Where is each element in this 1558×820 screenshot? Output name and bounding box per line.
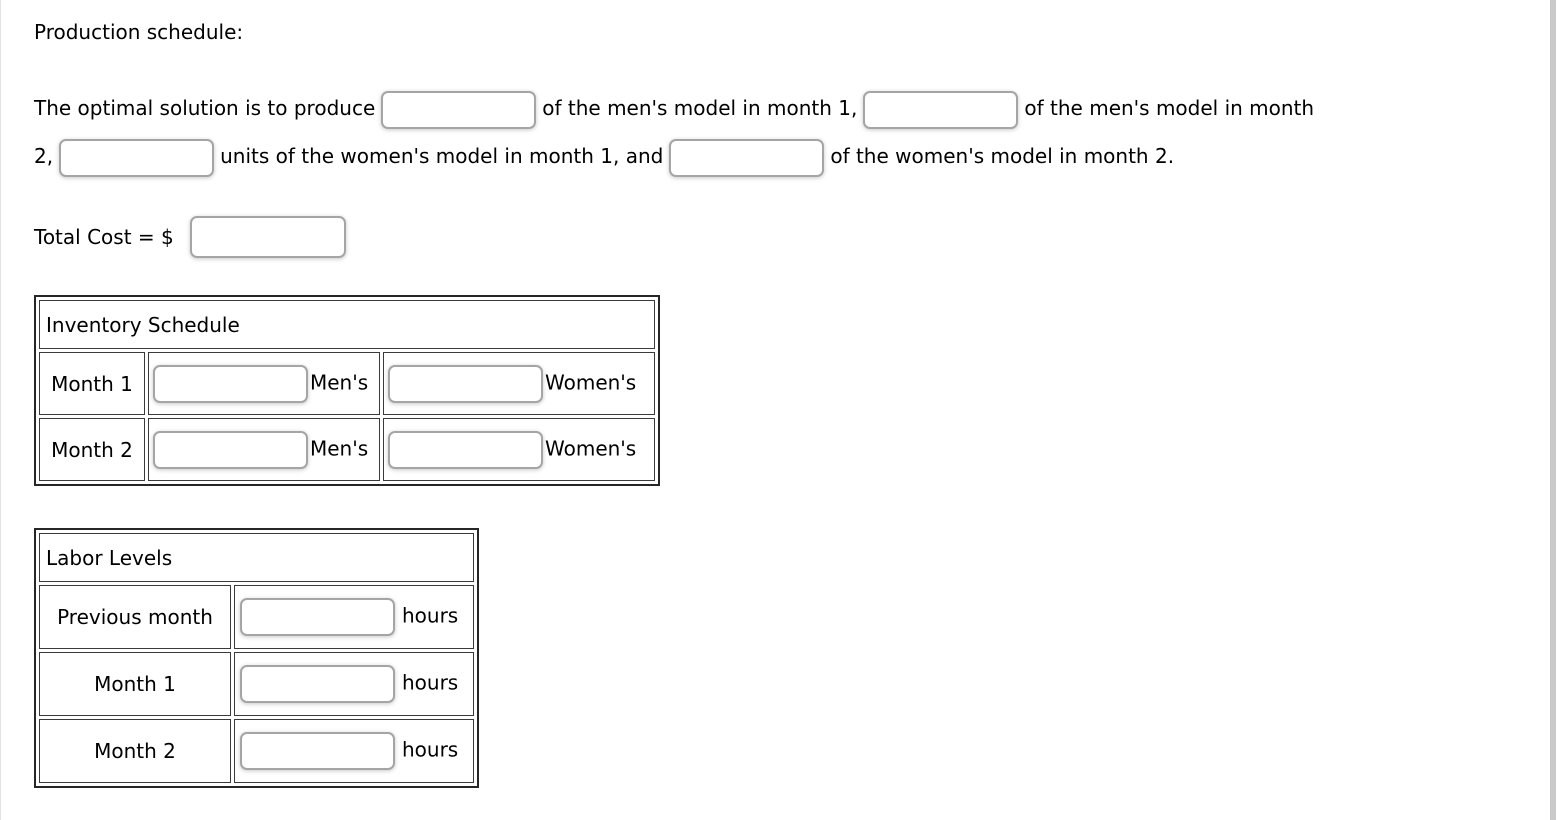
inventory-month1-womens-input[interactable] [388, 364, 543, 403]
sentence-text: 2, [34, 144, 54, 168]
table-row: Month 2 hours [39, 719, 474, 783]
sentence-text: of the men's model in month 1, [542, 96, 858, 120]
table-row: Month 2 Men's Women's [39, 418, 655, 481]
hours-unit-label: hours [402, 603, 459, 628]
labor-month2-cell: hours [234, 719, 474, 783]
scrollbar-track[interactable] [1550, 0, 1556, 820]
mens-month2-input[interactable] [863, 90, 1019, 129]
row-label-month-1: Month 1 [39, 352, 145, 415]
table-row: Month 1 Men's Women's [39, 352, 655, 415]
page-title: Production schedule: [34, 20, 244, 44]
mens-month1-input[interactable] [381, 90, 537, 129]
row-label-month-2: Month 2 [39, 719, 231, 783]
labor-previous-month-input[interactable] [240, 598, 395, 636]
inventory-month1-mens-cell: Men's [148, 352, 380, 415]
mens-unit-label: Men's [310, 436, 369, 460]
inventory-month2-mens-input[interactable] [153, 430, 308, 469]
inventory-month1-womens-cell: Women's [383, 352, 655, 415]
row-label-previous-month: Previous month [39, 585, 231, 649]
inventory-month2-mens-cell: Men's [148, 418, 380, 481]
labor-month1-cell: hours [234, 652, 474, 716]
sentence-text: units of the women's model in month 1, a… [220, 144, 664, 168]
sentence-text: of the women's model in month 2. [830, 144, 1175, 168]
solution-sentence: The optimal solution is to produce of the… [34, 84, 1558, 180]
labor-table-title: Labor Levels [39, 533, 474, 582]
womens-unit-label: Women's [545, 370, 637, 394]
total-cost-input[interactable] [189, 216, 346, 258]
mens-unit-label: Men's [310, 370, 369, 394]
womens-month2-input[interactable] [669, 138, 825, 177]
labor-table: Labor Levels Previous month hours Month … [34, 528, 479, 788]
hours-unit-label: hours [402, 737, 459, 762]
total-cost-row: Total Cost = $ [34, 216, 1558, 258]
inventory-month2-womens-input[interactable] [388, 430, 543, 469]
womens-month1-input[interactable] [59, 138, 215, 177]
inventory-month2-womens-cell: Women's [383, 418, 655, 481]
inventory-table-title: Inventory Schedule [39, 300, 655, 349]
labor-month2-input[interactable] [240, 732, 395, 770]
row-label-month-2: Month 2 [39, 418, 145, 481]
table-row: Month 1 hours [39, 652, 474, 716]
inventory-table: Inventory Schedule Month 1 Men's Women's… [34, 295, 660, 486]
hours-unit-label: hours [402, 670, 459, 695]
sentence-text: of the men's model in month [1024, 96, 1315, 120]
row-label-month-1: Month 1 [39, 652, 231, 716]
womens-unit-label: Women's [545, 436, 637, 460]
total-cost-label: Total Cost = $ [34, 225, 174, 249]
labor-month1-input[interactable] [240, 665, 395, 703]
inventory-month1-mens-input[interactable] [153, 364, 308, 403]
table-row: Previous month hours [39, 585, 474, 649]
labor-previous-month-cell: hours [234, 585, 474, 649]
sentence-text: The optimal solution is to produce [34, 96, 376, 120]
